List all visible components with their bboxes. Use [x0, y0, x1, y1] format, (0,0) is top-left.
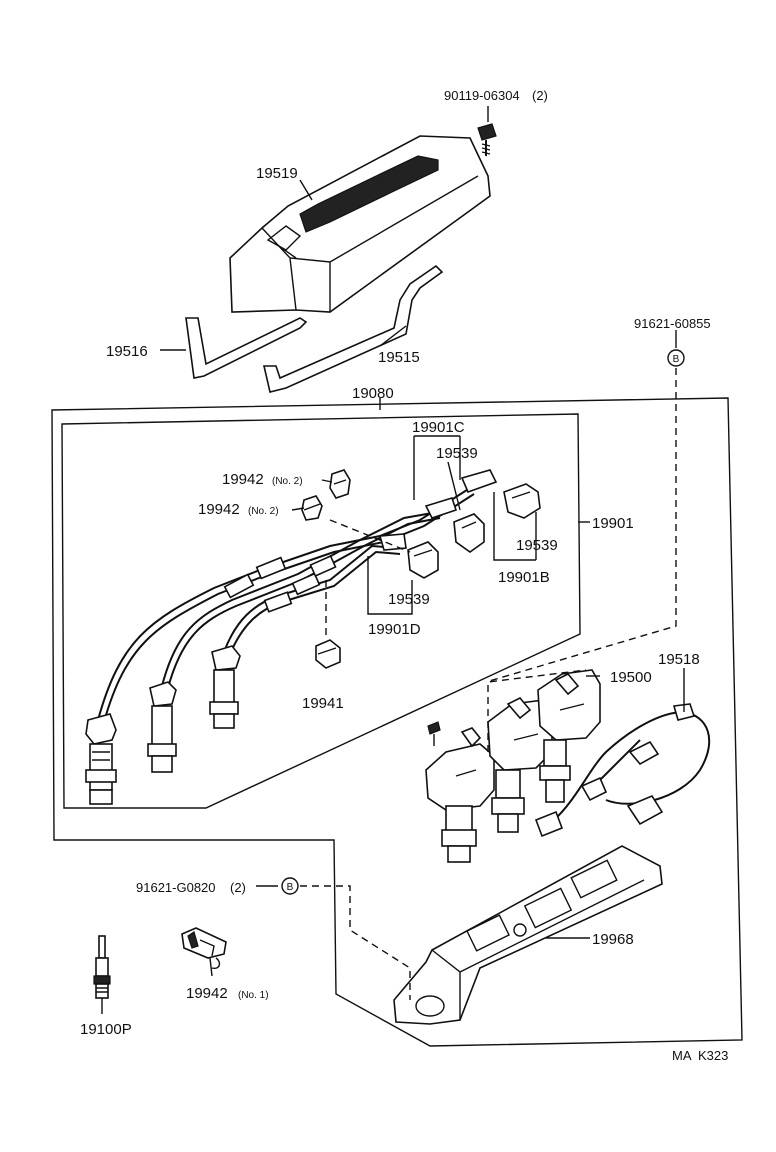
ignition-coil-3	[537, 669, 601, 803]
label-engine-cover: 19519	[256, 165, 298, 182]
coil-bracket	[393, 845, 663, 1025]
label-wire-set: 19080	[352, 385, 394, 402]
clamp-19941	[315, 639, 341, 669]
plug-boot-2	[147, 681, 177, 773]
label-bolt: 90119-06304	[444, 88, 520, 103]
gasket-19515	[262, 264, 444, 393]
ignition-coil-1	[425, 727, 495, 863]
high-tension-cords	[97, 469, 498, 723]
plug-boot-1	[85, 713, 117, 805]
label-cord-d: 19901D	[368, 621, 421, 638]
callout-b-upper-label: B	[673, 354, 680, 365]
label-cord-set: 19901	[592, 515, 634, 532]
label-clamp-no2-b-note: (No. 2)	[248, 506, 279, 517]
label-clamp-no2-a-note: (No. 2)	[272, 476, 303, 487]
label-clamp-no1: 19942	[186, 985, 228, 1002]
wire-harness	[534, 703, 711, 838]
ignition-coil-2	[487, 697, 553, 833]
clamp-19539-lower	[407, 541, 439, 579]
cover-vents	[266, 155, 439, 259]
clamp-19539-upper	[453, 513, 485, 553]
coil-screw-icon	[427, 721, 441, 746]
bolt-icon	[477, 123, 497, 156]
label-cord-c: 19901C	[412, 419, 465, 436]
engine-cover	[229, 135, 491, 313]
clamp-19539-right	[503, 483, 541, 519]
label-ignition-coil: 19500	[610, 669, 652, 686]
label-cord-b: 19901B	[498, 569, 550, 586]
label-clamp-no1-note: (No. 1)	[238, 990, 269, 1001]
label-wire-harness: 19518	[658, 651, 700, 668]
label-clamp-no2-a: 19942	[222, 471, 264, 488]
label-clamp-right: 19539	[516, 537, 558, 554]
spark-plug-icon	[93, 935, 111, 999]
label-gasket-left: 19516	[106, 343, 148, 360]
label-clamp-19941: 19941	[302, 695, 344, 712]
callout-b-upper: B	[667, 349, 685, 367]
clamp-19942-no1	[181, 927, 227, 970]
label-clamp-upper: 19539	[436, 445, 478, 462]
callout-b-lower-label: B	[287, 882, 294, 893]
label-bracket: 19968	[592, 931, 634, 948]
label-stud-lower: 91621-G0820	[136, 880, 216, 895]
wire-set-outline	[51, 397, 743, 1047]
label-spark-plug: 19100P	[80, 1021, 132, 1038]
leader-lines	[101, 179, 685, 1014]
plug-boot-3	[209, 645, 241, 729]
clamp-19942-no2-upper	[329, 469, 351, 499]
label-stud-b: 91621-60855	[634, 316, 711, 331]
clamp-19942-no2-lower	[301, 495, 323, 521]
footer-code: MA K323	[672, 1048, 728, 1063]
label-bolt-qty: (2)	[532, 88, 548, 103]
label-stud-lower-qty: (2)	[230, 880, 246, 895]
label-clamp-lower: 19539	[388, 591, 430, 608]
label-clamp-no2-b: 19942	[198, 501, 240, 518]
gasket-19516	[185, 317, 308, 379]
callout-b-lower: B	[281, 877, 299, 895]
label-gasket-right: 19515	[378, 349, 420, 366]
